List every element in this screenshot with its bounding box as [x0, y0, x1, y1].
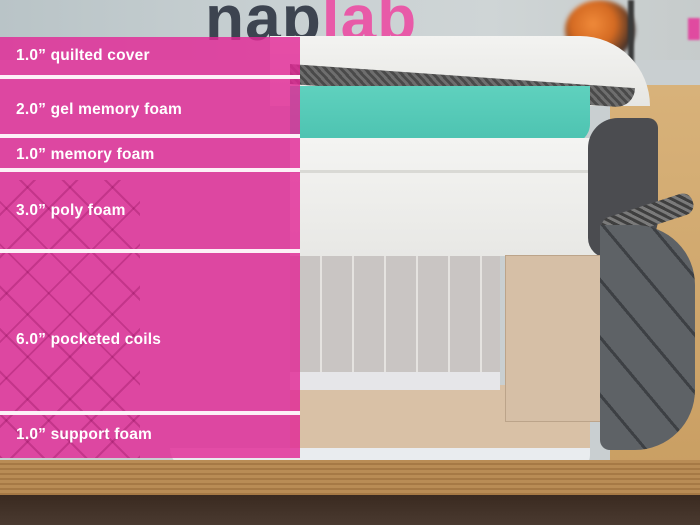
- wood-platform: [0, 460, 700, 495]
- floor: [0, 495, 700, 525]
- layer-divider: [0, 411, 300, 415]
- layer-label-memory-foam: 1.0” memory foam: [16, 146, 155, 163]
- layer-divider: [0, 168, 300, 172]
- foam-seam: [290, 170, 600, 173]
- layer-divider: [0, 249, 300, 253]
- layer-divider: [0, 75, 300, 79]
- memory-and-poly-foam-layer: [290, 138, 610, 256]
- overlay-quilt-texture: [0, 180, 140, 458]
- layer-label-pocketed-coils: 6.0” pocketed coils: [16, 331, 162, 348]
- layer-label-gel-memory-foam: 2.0” gel memory foam: [16, 101, 182, 118]
- coil-fabric-bottom: [290, 372, 500, 390]
- layer-divider: [0, 134, 300, 138]
- gel-memory-foam-layer: [290, 86, 590, 144]
- edge-support-foam: [505, 255, 607, 422]
- pocketed-coils-layer: [290, 256, 500, 386]
- layer-label-support-foam: 1.0” support foam: [16, 426, 153, 443]
- layer-label-quilted-cover: 1.0” quilted cover: [16, 47, 150, 64]
- background-pink-edge: [688, 18, 700, 40]
- layer-label-poly-foam: 3.0” poly foam: [16, 202, 126, 219]
- quilted-side-cover: [600, 225, 695, 450]
- layer-label-overlay: [0, 37, 300, 458]
